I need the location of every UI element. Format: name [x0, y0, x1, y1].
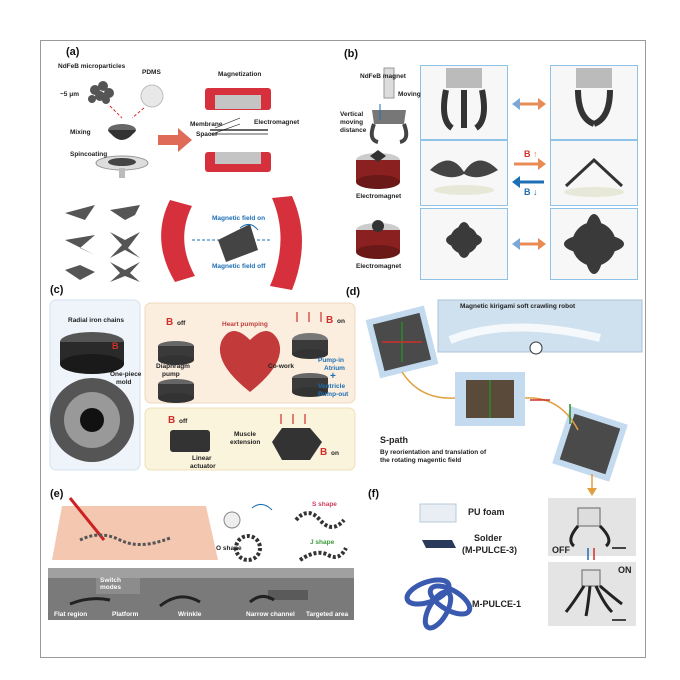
label-electromagnet-1: Electromagnet [356, 193, 402, 200]
heart-shape [219, 331, 281, 392]
label-vertical: Vertical [340, 111, 364, 118]
m-pulce-ribbon [404, 577, 473, 631]
label-size: ~5 μm [60, 91, 79, 98]
label-pump-out: Pump-out [318, 391, 349, 398]
label-b-on-2: B [320, 447, 328, 458]
label-spincoating: Spincoating [70, 151, 108, 158]
label-atrium: Atrium [324, 365, 345, 372]
label-ndfeb: NdFeB microparticles [58, 63, 126, 70]
s-path-trajectory [401, 371, 593, 490]
label-kirigami-title: Magnetic kirigami soft crawling robot [460, 303, 576, 310]
label-moving2: moving [340, 119, 364, 126]
panel-c-label: (c) [50, 284, 64, 296]
label-muscle: Muscle [234, 431, 257, 438]
label-on-2: on [331, 450, 339, 457]
label-solder: Solder [474, 533, 503, 543]
label-c-b: B [112, 341, 119, 351]
label-distance: distance [340, 127, 367, 134]
process-arrow [158, 128, 192, 152]
label-membrane: Membrane [190, 121, 223, 128]
label-ndfeb-magnet: NdFeB magnet [360, 73, 406, 80]
tissue-surface [52, 506, 218, 560]
label-o-shape: O shape [216, 545, 242, 552]
label-b-on: B [326, 315, 334, 326]
label-pump-in: Pump-in [318, 357, 344, 364]
label-b-off: B [166, 317, 174, 328]
label-flat-region: Flat region [54, 611, 88, 618]
label-b-down: B [524, 187, 531, 197]
label-ventricle: Ventricle [318, 383, 346, 390]
pdms-droplet [140, 84, 164, 108]
label-spacer: Spacer [196, 131, 218, 138]
label-diaphragm: Diaphragm [156, 363, 190, 370]
panel-e-label: (e) [50, 488, 64, 500]
label-magnetization: Magnetization [218, 71, 262, 78]
label-platform: Platform [112, 611, 139, 618]
panel-f-label: (f) [368, 488, 379, 500]
ndfeb-particles [88, 81, 114, 104]
label-s-path: S-path [380, 435, 408, 445]
label-desc-2: the rotating magentic field [380, 457, 462, 464]
arrow-up-icon: ↑ [533, 149, 538, 159]
label-j-shape: J shape [310, 539, 335, 546]
pu-foam [419, 503, 457, 523]
membrane-actuated [218, 224, 258, 262]
label-moving: Moving [398, 91, 421, 98]
label-field-on: Magnetic field on [212, 215, 266, 222]
label-mold: mold [116, 379, 132, 386]
label-on-state: ON [618, 565, 632, 575]
arrow-down-icon: ↓ [533, 187, 538, 197]
label-on: on [337, 318, 345, 325]
label-switch: Switch [100, 577, 121, 584]
label-desc-1: By reorientation and translation of [380, 449, 487, 456]
label-one-piece: One-piece [110, 371, 142, 378]
transition-arrows [512, 98, 546, 250]
label-modes: modes [100, 584, 121, 591]
label-field-off: Magnetic field off [212, 263, 266, 270]
label-linear: Linear [192, 455, 212, 462]
label-pu-foam: PU foam [468, 507, 505, 517]
label-heart-pumping: Heart pumping [222, 321, 268, 328]
label-pdms: PDMS [142, 69, 161, 76]
label-m-pulce-1: M-PULCE-1 [472, 599, 521, 609]
panel-b-label: (b) [344, 48, 359, 60]
label-electromagnet-2: Electromagnet [356, 263, 402, 270]
label-off-2: off [179, 418, 188, 425]
label-b-off-2: B [168, 415, 176, 426]
laser-beam [68, 497, 106, 541]
panel-d-label: (d) [346, 286, 361, 298]
label-plus: + [330, 371, 336, 382]
label-targeted-area: Targeted area [306, 611, 349, 618]
label-m-pulce-3: (M-PULCE-3) [462, 545, 517, 555]
robot-position-3 [552, 406, 628, 482]
label-actuator: actuator [190, 463, 216, 470]
label-off: off [177, 320, 186, 327]
label-pump: pump [162, 371, 180, 378]
label-narrow-channel: Narrow channel [246, 611, 295, 618]
label-radial-iron: Radial iron chains [68, 317, 124, 324]
label-cowork: Co-work [268, 363, 294, 370]
kirigami-shapes [65, 205, 140, 282]
label-s-shape: S shape [312, 501, 337, 508]
panel-a-label: (a) [66, 46, 80, 58]
label-electromagnet: Electromagnet [254, 119, 300, 126]
label-extension: extension [230, 439, 261, 446]
label-b-up: B [524, 149, 531, 159]
solder-plate [422, 540, 456, 548]
label-wrinkle: Wrinkle [178, 611, 202, 618]
label-mixing: Mixing [70, 129, 91, 136]
label-off-state: OFF [552, 545, 570, 555]
